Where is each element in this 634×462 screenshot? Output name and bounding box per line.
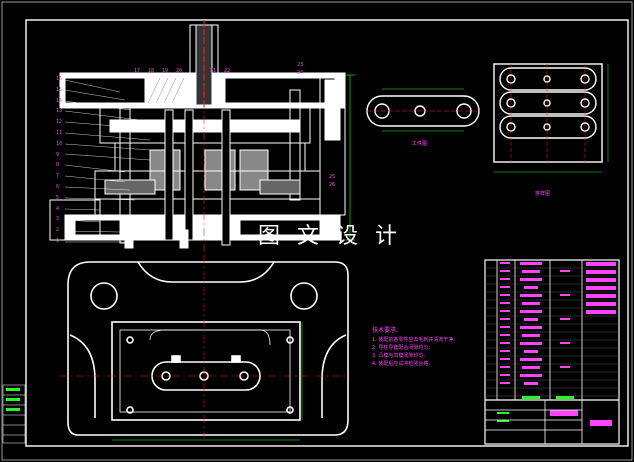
layout-view-label: 排样图 [535,191,551,197]
part-number-2: 2 [56,227,60,234]
part-number-7: 7 [56,173,60,180]
part-number-12: 12 [56,119,63,126]
technical-notes-title: 技术要求: [372,327,399,334]
part-number-19: 19 [162,68,169,74]
watermark-text: 图 文 设 计 [258,224,402,249]
technical-note-line: 2. 导柱导套配合间隙均匀; [372,345,431,351]
technical-note-line: 1. 装配前各零件应去毛刺并清洗干净; [372,337,456,343]
part-number-26: 26 [329,182,336,188]
part-number-13: 13 [56,108,63,115]
part-number-9: 9 [56,151,60,158]
technical-note-line: 4. 装配后应试冲检验合格. [372,361,430,367]
part-number-15: 15 [56,86,63,93]
technical-note-line: 3. 凸模与凹模间隙均匀; [372,353,426,359]
part-number-22: 22 [224,68,231,74]
section-view [49,20,355,255]
part-number-8: 8 [56,162,60,169]
strip-layout-view [493,63,609,173]
part-number-25: 25 [329,174,336,180]
part-number-24: 24 [297,70,304,76]
part-number-23: 23 [297,62,304,68]
leader-lines-left [64,79,151,243]
title-block [484,259,620,445]
part-number-10: 10 [56,140,63,147]
part-number-1: 1 [56,238,60,244]
part-number-17: 17 [134,68,141,74]
plan-view [60,255,350,441]
part-number-21: 21 [210,68,217,74]
part-number-3: 3 [56,216,60,223]
part-number-4: 4 [56,205,60,212]
part-number-18: 18 [148,68,155,74]
part-number-6: 6 [56,184,60,190]
part-view [366,88,480,132]
part-number-16: 16 [56,76,63,82]
part-number-14: 14 [56,97,63,104]
part-view-label: 工件图 [412,141,428,147]
part-number-20: 20 [176,68,183,74]
part-number-5: 5 [56,194,60,201]
part-number-11: 11 [56,130,63,136]
sheet-inner-border [25,19,629,447]
revision-table [2,384,26,444]
